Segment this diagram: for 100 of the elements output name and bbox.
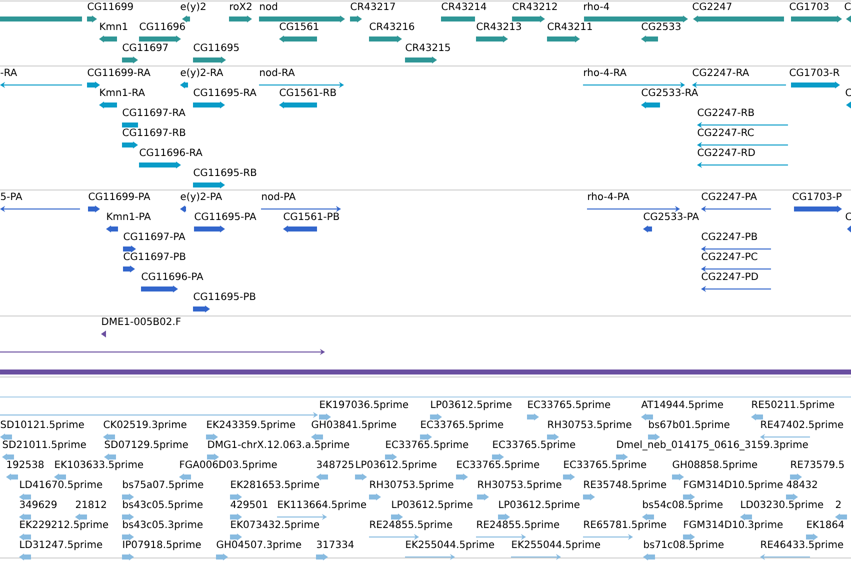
track-label: CG1703 — [790, 2, 828, 10]
track-label: IP07918.5prime — [123, 540, 201, 550]
track-label: 317334 — [316, 540, 354, 548]
track-label: CR43216 — [370, 22, 414, 30]
track-label: RH30753.5prime — [478, 480, 562, 490]
track-label: EC33765.5prime — [386, 440, 468, 450]
track-label: CG11695-PB — [194, 292, 256, 300]
track-label: CG11697 — [122, 44, 168, 52]
track-label: rho-4 — [584, 2, 610, 10]
track-label: LP03612.5prime — [356, 460, 436, 470]
track-label: CG1561 — [280, 22, 318, 30]
track-label: EK1864 — [807, 520, 844, 528]
track-label: EC33765.5prime — [457, 460, 540, 470]
track-label: LP03612.5prime — [431, 400, 512, 410]
track-label: bs67b01.5prime — [649, 420, 730, 430]
track-label: Kmn1 — [100, 22, 128, 30]
track-label: CG11695-RA — [194, 88, 256, 96]
track-label: CG1561-PB — [284, 212, 339, 220]
track-label: CG2247-PC — [702, 252, 758, 260]
track-label: CR43215 — [406, 44, 450, 52]
track-label: LP03612.5prime — [499, 500, 580, 510]
track-label: bs71c08.5prime — [644, 540, 724, 550]
track-label: CG11695 — [194, 44, 239, 52]
track-label: 5-PA — [0, 192, 22, 200]
track-label: DME1-005B02.F — [102, 318, 181, 326]
track-label: CG11695-RB — [194, 168, 256, 176]
track-label: FGA006D03.5prime — [180, 460, 277, 470]
track-label: CG11699-RA — [88, 68, 150, 76]
track-label: LD31247.5prime — [20, 540, 102, 550]
track-label: 192538 — [7, 460, 44, 468]
track-label: e(y)2 — [180, 2, 206, 12]
track-label: 429501 — [230, 500, 268, 508]
track-label: RH30753.5prime — [548, 420, 632, 430]
track-label: bs43c05.5prime — [123, 500, 203, 510]
track-label: RE24855.5prime — [477, 520, 560, 530]
track-label: LD03230.5prime — [741, 500, 824, 510]
track-label: EK113664.5prime — [278, 500, 366, 510]
track-label: CG11699-PA — [88, 192, 150, 200]
track-label: bs43c05.3prime — [123, 520, 203, 530]
track-label: CR43217 — [350, 2, 395, 10]
track-label: bs75a07.5prime — [123, 480, 204, 490]
track-label: EK281653.5prime — [231, 480, 320, 490]
track-label: GH04507.3prime — [216, 540, 302, 550]
track-label: roX2 — [230, 2, 252, 10]
track-label: CK02519.3prime — [104, 420, 186, 430]
track-label: CR43214 — [442, 2, 486, 10]
track-label: CG2247-RA — [692, 68, 750, 76]
track-label: 2 — [836, 500, 841, 508]
track-label: CG2247 — [692, 2, 732, 10]
track-label: LD41670.5prime — [20, 480, 102, 490]
track-label: CG11699 — [88, 2, 133, 10]
track-label: DMG1-chrX.12.063.a.5prime — [208, 440, 350, 450]
track-label: bs54c08.5prime — [643, 500, 723, 510]
track-label: EK103633.5prime — [55, 460, 144, 470]
track-label: CG11697-PB — [124, 252, 186, 260]
track-label: EC33765.5prime — [528, 400, 610, 410]
track-label: CG11695-PA — [194, 212, 256, 220]
track-label: 21812 — [76, 500, 106, 508]
track-label: Kmn1-RA — [100, 88, 145, 96]
track-label: CG2533-RA — [642, 88, 698, 96]
track-label: CG1561-RB — [280, 88, 336, 96]
track-label: rho-4-PA — [588, 192, 630, 200]
track-label: CG1703-R — [790, 68, 840, 76]
track-label: nod-PA — [262, 192, 296, 200]
track-label: RE46433.5prime — [761, 540, 844, 550]
track-label: EK255044.5prime — [512, 540, 600, 550]
track-label: Dmel_neb_014175_0616_3159.3prime — [617, 440, 808, 450]
track-label: CR43213 — [476, 22, 521, 30]
track-label: SD21011.5prime — [2, 440, 86, 450]
track-label: CG2533 — [642, 22, 680, 30]
track-label: EK229212.5prime — [20, 520, 108, 530]
track-label: CG2247-PA — [702, 192, 757, 200]
track-label: RH30753.5prime — [370, 480, 454, 490]
track-label: e(y)2-PA — [180, 192, 222, 202]
track-label: Kmn1-PA — [107, 212, 151, 220]
track-label: RE73579.5 — [791, 460, 844, 468]
track-label: 348725 — [316, 460, 354, 468]
track-label: 48432 — [786, 480, 817, 488]
track-label: EC33765.5prime — [493, 440, 576, 450]
track-label: -RA — [0, 68, 18, 76]
track-label: CG11697-RA — [122, 108, 186, 116]
track-label: AT14944.5prime — [641, 400, 724, 410]
track-label: GH03841.5prime — [312, 420, 396, 430]
track-label: 349629 — [20, 500, 57, 508]
track-label: CG11696-RA — [140, 148, 202, 156]
track-label: nod-RA — [260, 68, 295, 76]
track-label: rho-4-RA — [584, 68, 626, 76]
track-label: CG2247-RC — [698, 128, 754, 136]
track-label: CG2247-PD — [702, 272, 758, 280]
track-label: RE65781.5prime — [584, 520, 666, 530]
track-label: CG11697-PA — [124, 232, 186, 240]
track-label: LP03612.5prime — [392, 500, 472, 510]
track-label: CR43211 — [548, 22, 592, 30]
track-label: nod — [260, 2, 278, 10]
track-label: CG11697-RB — [122, 128, 186, 136]
track-label: e(y)2-RA — [180, 68, 224, 78]
track-label: CG2247-RD — [698, 148, 755, 156]
track-label: FGM314D10.5prime — [684, 480, 783, 490]
track-label: RE24855.5prime — [370, 520, 452, 530]
track-label: CG2247-RB — [698, 108, 754, 116]
